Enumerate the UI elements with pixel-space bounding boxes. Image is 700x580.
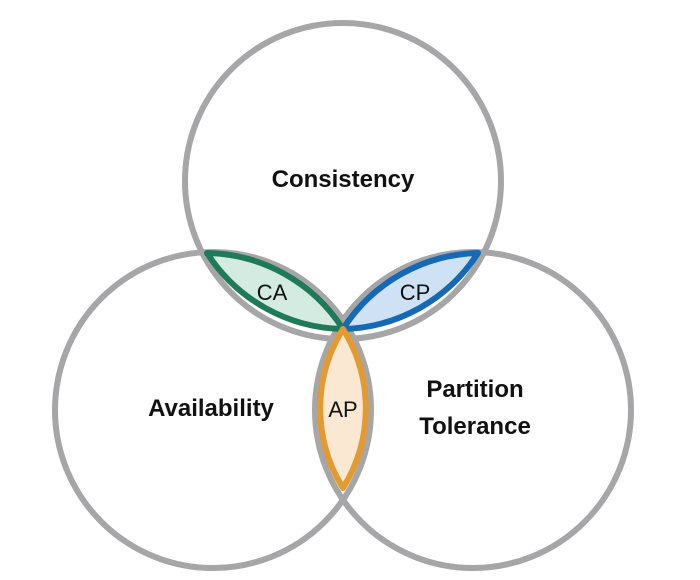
- cp-label: CP: [400, 280, 431, 305]
- ap-lens: [317, 326, 369, 491]
- ca-label: CA: [257, 280, 288, 305]
- ap-label: AP: [328, 397, 357, 422]
- partition-label-line1: Partition: [426, 376, 523, 403]
- availability-label: Availability: [148, 395, 274, 422]
- partition-label-line2: Tolerance: [419, 413, 531, 440]
- consistency-label: Consistency: [272, 166, 415, 193]
